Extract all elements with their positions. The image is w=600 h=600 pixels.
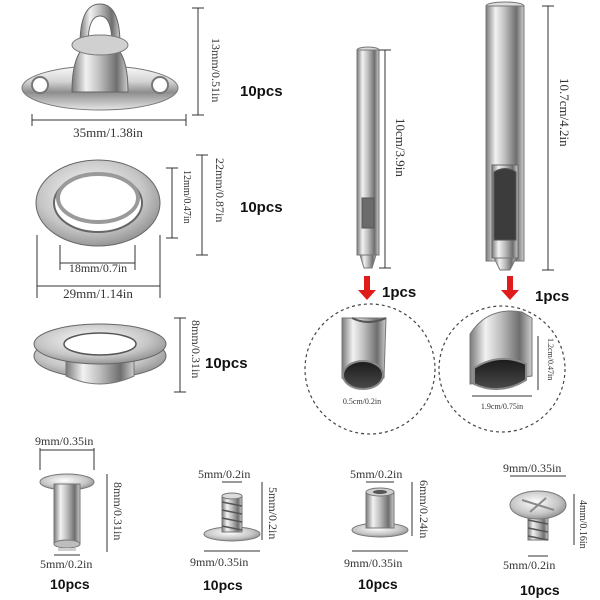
fastener-width-label: 35mm/1.38in (73, 125, 143, 140)
fastener-hole-right (151, 76, 169, 94)
small-punch-length-label: 10cm/3.9in (393, 118, 408, 177)
oval-outer-width-label: 29mm/1.14in (63, 286, 133, 301)
screw-2 (203, 492, 261, 542)
screw-4 (509, 490, 567, 541)
screw1-height-label: 8mm/0.31in (111, 482, 125, 540)
small-punch-qty: 1pcs (382, 284, 416, 301)
oval-qty: 10pcs (240, 199, 283, 216)
screw4-height-label: 4mm/0.16in (577, 500, 588, 549)
screw4-head-label: 9mm/0.35in (503, 461, 561, 475)
screw3-base-label: 9mm/0.35in (344, 556, 402, 570)
screw2-height-label: 5mm/0.2in (266, 487, 280, 539)
screw1-base-label: 5mm/0.2in (40, 557, 92, 571)
fastener-qty: 10pcs (240, 83, 283, 100)
small-punch-tip-zoom (304, 303, 436, 435)
screw4-qty: 10pcs (520, 582, 560, 598)
small-punch (356, 46, 380, 269)
fastener-hole-left (31, 76, 49, 94)
slot-cross-icon (521, 497, 555, 513)
screw2-base-label: 9mm/0.35in (190, 555, 248, 569)
oval-inner-width-label: 18mm/0.7in (69, 261, 127, 275)
screw2-top-label: 5mm/0.2in (198, 467, 250, 481)
small-punch-tip-label: 0.5cm/0.2in (343, 397, 381, 406)
round-grommet (33, 323, 167, 385)
large-punch-tip-height-label: 1.2cm/0.47in (546, 338, 555, 380)
large-punch-qty: 1pcs (535, 288, 569, 305)
screw-1 (39, 473, 95, 551)
round-height-label: 8mm/0.31in (189, 320, 203, 378)
screw2-qty: 10pcs (203, 577, 243, 593)
oval-outer-height-label: 22mm/0.87in (213, 158, 227, 222)
arrow-down-icon (501, 276, 519, 300)
oval-inner-height-label: 12mm/0.47in (181, 170, 192, 224)
large-punch (485, 1, 525, 271)
screw3-qty: 10pcs (358, 576, 398, 592)
fastener-height-label: 13mm/0.51in (209, 38, 223, 102)
large-punch-tip-width-label: 1.9cm/0.75in (481, 402, 523, 411)
round-qty: 10pcs (205, 355, 248, 372)
screw1-qty: 10pcs (50, 576, 90, 592)
screw4-base-label: 5mm/0.2in (503, 558, 555, 572)
large-punch-length-label: 10.7cm/4.2in (557, 78, 572, 147)
top-fastener (21, 3, 179, 111)
oval-grommet (35, 159, 161, 247)
screw3-height-label: 6mm/0.24in (417, 480, 431, 538)
arrow-down-icon (358, 276, 376, 300)
screw1-head-label: 9mm/0.35in (35, 434, 93, 448)
large-punch-tip-zoom (438, 305, 566, 433)
screw-3 (351, 487, 409, 538)
screw3-top-label: 5mm/0.2in (350, 467, 402, 481)
